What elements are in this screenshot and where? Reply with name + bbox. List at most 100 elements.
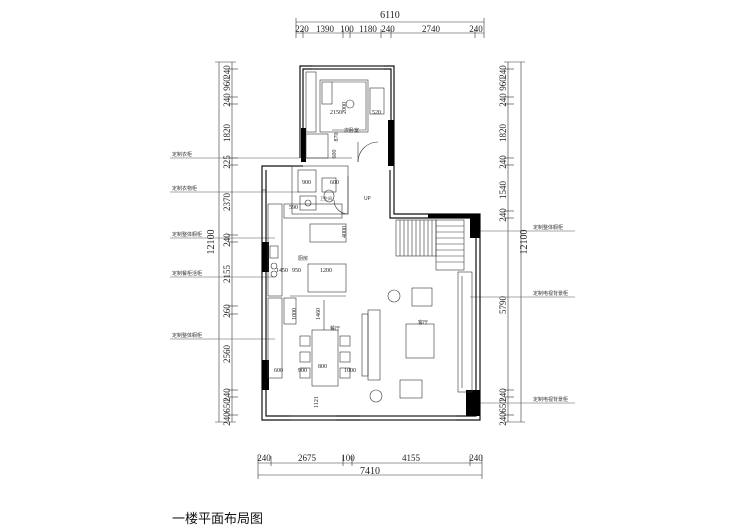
drawing-title: 一楼平面布局图 [172, 512, 264, 527]
bottom-dim-2: 2675 [298, 453, 317, 463]
room-label-living: 客厅 [418, 319, 428, 326]
room-label-kitchen: 厨房 [298, 255, 308, 262]
top-dim-5: 240 [381, 24, 395, 34]
washbasin [299, 195, 317, 211]
bedroom-door-swing [357, 141, 379, 163]
room-label-secondary-bedroom: 次卧室 [344, 127, 359, 134]
annotation-left-4: 定制餐柜活柜 [172, 270, 202, 277]
dining-cabinet [267, 297, 283, 379]
left-dim-2: 960 [222, 77, 232, 91]
right-annotation-leaders [470, 230, 575, 404]
right-dim-11: 240 [498, 412, 508, 426]
armchair-bottom [399, 379, 423, 399]
right-dim-4: 1820 [498, 124, 508, 143]
left-dim-12: 650 [222, 399, 232, 413]
dim-1450: 1450 [276, 268, 288, 274]
bottom-dim-5: 240 [469, 453, 483, 463]
right-dim-3: 240 [498, 93, 508, 107]
annotation-right-2: 定制电视背景柜 [533, 290, 568, 297]
top-dim-4: 1180 [359, 24, 377, 34]
room-label-bathroom: 卫生间 [320, 195, 332, 201]
left-dim-11: 240 [222, 388, 232, 402]
bedroom-desk [305, 133, 329, 159]
dim-4000: 4000 [342, 226, 348, 238]
dim-1460: 1460 [316, 308, 322, 320]
living-room [361, 271, 473, 403]
annotation-left-3: 定制整体橱柜 [172, 231, 202, 238]
annotation-right-1: 定制整体橱柜 [533, 224, 563, 231]
room-label-dining: 餐厅 [330, 325, 340, 332]
right-total-dim: 12100 [519, 230, 530, 255]
left-dimension-chain [215, 61, 238, 423]
dim-bed-width: 2150 [330, 110, 342, 116]
dim-600c: 600 [274, 368, 283, 374]
right-dim-10: 650 [498, 399, 508, 413]
bottom-dim-4: 4155 [402, 453, 421, 463]
annotation-left-2: 定制衣物柜 [172, 185, 197, 192]
dim-1200: 1200 [320, 268, 332, 274]
bed-pillow [321, 81, 333, 105]
dim-600: 600 [332, 150, 338, 159]
left-dim-5: 225 [222, 155, 232, 169]
windows [262, 65, 456, 421]
stair-up-label: UP [364, 196, 371, 202]
kitchen-upper-counter [283, 203, 343, 219]
left-dim-9: 260 [222, 304, 232, 318]
right-dim-8: 5790 [498, 296, 508, 315]
sofa [367, 309, 381, 381]
right-dim-1: 240 [498, 65, 508, 79]
top-dim-2: 1390 [316, 24, 335, 34]
right-dimension-chain [504, 61, 525, 423]
dim-1000: 1000 [292, 308, 298, 320]
right-dim-5: 240 [498, 155, 508, 169]
left-dim-6: 2370 [222, 193, 232, 212]
left-total-dim: 12100 [206, 230, 217, 255]
left-annotation-leaders [170, 157, 300, 340]
kitchen-island [307, 263, 347, 293]
top-dimension-chain [295, 18, 485, 38]
right-dim-7: 240 [498, 208, 508, 222]
dim-1121: 1121 [314, 396, 320, 408]
left-dim-3: 240 [222, 93, 232, 107]
dim-1000b: 1000 [344, 368, 356, 374]
armchair-top [411, 287, 433, 307]
right-dim-9: 240 [498, 388, 508, 402]
kitchen-counter-left [267, 203, 283, 297]
tv-cabinet [457, 271, 473, 393]
kitchen [267, 203, 347, 297]
top-dim-7: 240 [469, 24, 483, 34]
dining-table [311, 329, 339, 387]
dim-bed-length: 2000 [342, 102, 348, 114]
bathroom [291, 165, 349, 215]
staircase [395, 219, 465, 271]
left-dim-7: 240 [222, 233, 232, 247]
bottom-total-dim: 7410 [360, 466, 380, 477]
dim-600b: 600 [330, 180, 339, 186]
toilet [321, 177, 337, 193]
right-dim-2: 960 [498, 77, 508, 91]
dim-950: 950 [292, 268, 301, 274]
dim-520: 520 [372, 110, 381, 116]
annotation-left-5: 定制整体橱柜 [172, 332, 202, 339]
dim-900a: 900 [302, 180, 311, 186]
dim-900: 900 [298, 368, 307, 374]
right-dim-labels: 240 960 240 1820 240 1540 240 5790 240 6… [498, 65, 508, 426]
dining [267, 297, 351, 387]
bed-cover [332, 81, 367, 131]
bed [319, 79, 369, 133]
coffee-table [405, 323, 435, 359]
bottom-dim-3: 100 [341, 453, 355, 463]
bottom-dim-1: 240 [257, 453, 271, 463]
left-dim-13: 240 [222, 412, 232, 426]
nightstand [369, 87, 385, 115]
top-dim-1: 220 [295, 24, 309, 34]
annotation-left-1: 定制衣柜 [172, 151, 192, 158]
left-dim-labels: 240 960 240 1820 225 2370 240 2155 260 2… [222, 65, 232, 426]
left-dim-8: 2155 [222, 265, 232, 284]
left-dim-4: 1820 [222, 124, 232, 143]
top-total-dim: 6110 [380, 10, 400, 21]
top-dim-6: 2740 [422, 24, 441, 34]
left-dim-1: 240 [222, 65, 232, 79]
dim-800: 800 [318, 364, 327, 370]
